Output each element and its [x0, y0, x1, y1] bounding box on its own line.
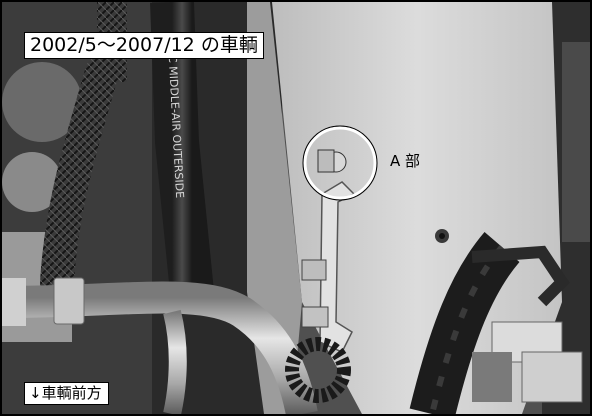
callout-circle — [303, 126, 377, 200]
vehicle-front-direction-label: ↓車輌前方 — [24, 382, 109, 405]
date-range-label: 2002/5〜2007/12 の車輌 — [24, 32, 264, 59]
callout-label: A 部 — [390, 152, 421, 170]
